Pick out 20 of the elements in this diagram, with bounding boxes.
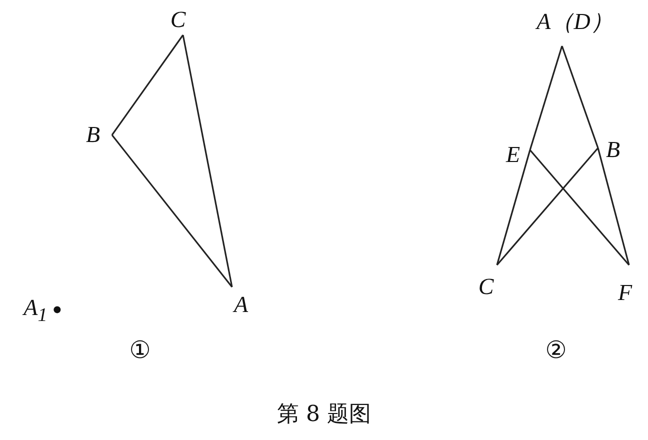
line-segment [496, 147, 599, 266]
line-segment [496, 150, 531, 266]
point-label: A [234, 293, 248, 317]
figure-number: ② [545, 337, 567, 363]
point-label: B [606, 138, 620, 162]
point-label: A（D） [536, 10, 614, 34]
line-segment [529, 46, 563, 150]
point-label: C [170, 8, 186, 32]
point-label: E [506, 143, 520, 167]
line-segment [561, 46, 599, 148]
point-label: B [86, 123, 100, 147]
line-segment [111, 34, 184, 136]
figure-caption: 第 8 题图 [277, 402, 371, 428]
point-label: C [478, 275, 494, 299]
line-segment [597, 148, 630, 266]
line-segment [182, 34, 233, 288]
line-segment [529, 149, 630, 266]
point-label: F [618, 281, 632, 305]
figure-number: ① [129, 337, 151, 363]
line-segment [111, 134, 233, 288]
